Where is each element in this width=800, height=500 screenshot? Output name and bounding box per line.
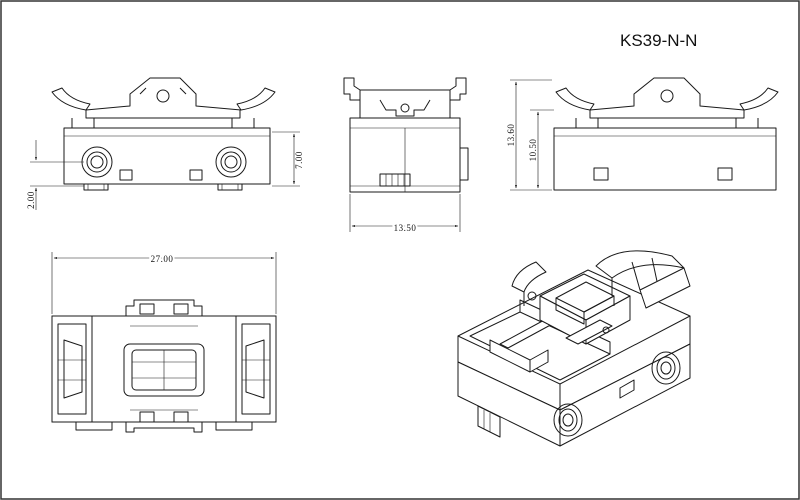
dimension-body-height: 10.50 [528,109,554,189]
svg-text:27.00: 27.00 [151,254,174,264]
svg-text:10.50: 10.50 [528,139,538,162]
svg-text:13.50: 13.50 [394,223,417,233]
dimension-overall-length: 27.00 [51,252,277,314]
dimension-front-height: 7.00 [272,131,304,187]
svg-text:7.00: 7.00 [294,151,304,169]
side-view [343,77,469,193]
svg-text:2.00: 2.00 [26,191,36,209]
front-view [51,77,276,191]
part-number-title: KS39-N-N [620,31,697,50]
svg-text:13.60: 13.60 [506,124,516,147]
dimension-overall-height: 13.60 [506,79,552,191]
top-view [51,299,277,433]
dimension-front-bottom-offset: 2.00 [26,140,84,210]
dimension-side-width: 13.50 [349,194,461,235]
rear-view [553,77,779,191]
isometric-view [457,250,691,447]
